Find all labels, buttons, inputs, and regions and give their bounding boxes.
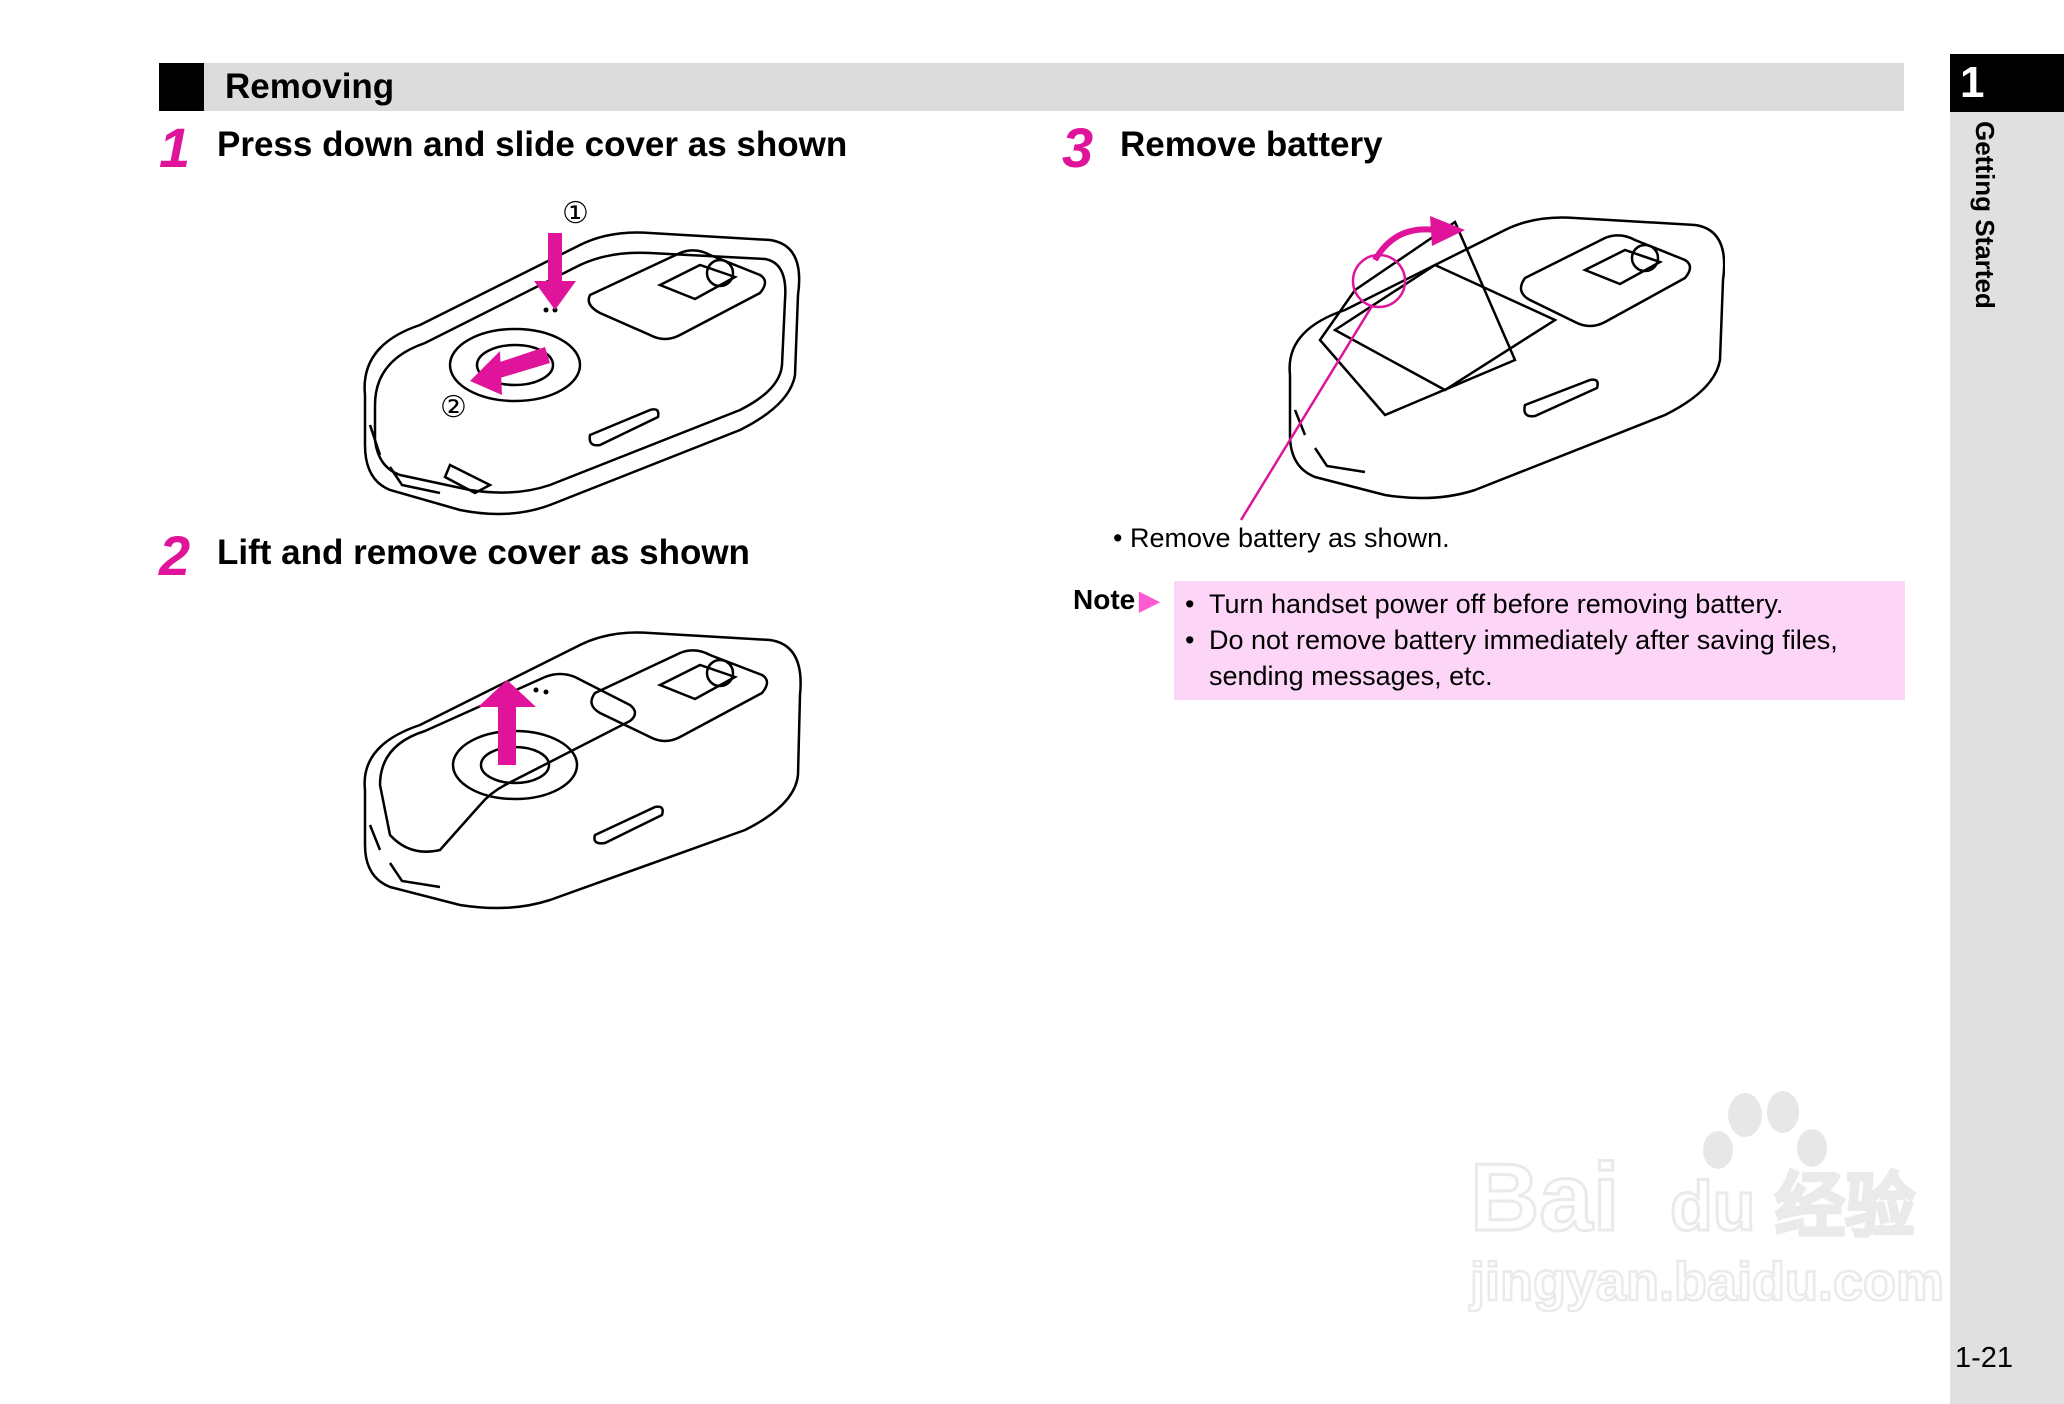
marker-2: ② — [440, 390, 467, 425]
note-text: Turn handset power off before removing b… — [1209, 589, 1784, 619]
step-2-number: 2 — [159, 524, 191, 587]
step-3-title: Remove battery — [1120, 125, 1383, 164]
chapter-name: Getting Started — [1970, 121, 2000, 309]
step-1: 1 Press down and slide cover as shown — [159, 120, 959, 180]
step-1-title: Press down and slide cover as shown — [217, 125, 848, 164]
step-3-number: 3 — [1062, 116, 1094, 179]
step-3: 3 Remove battery — [1062, 120, 1862, 180]
note-item: • Turn handset power off before removing … — [1185, 586, 1783, 622]
note-bullet: • — [1185, 589, 1195, 619]
phone-remove-battery-illustration — [1239, 216, 1725, 521]
page-number: 1-21 — [1955, 1342, 2014, 1374]
baidu-watermark-logo: Bai du 经验 jingyan.baidu.com — [1468, 1091, 1945, 1313]
step-1-number: 1 — [159, 116, 191, 179]
note-box: • Turn handset power off before removing … — [1174, 581, 1905, 700]
phone-slide-cover-illustration: ① ② — [363, 196, 801, 516]
marker-1: ① — [562, 196, 589, 231]
phone-lift-cover-illustration — [363, 631, 802, 910]
side-tab — [1950, 54, 2064, 1404]
note-label-text: Note — [1073, 584, 1136, 615]
svg-text:jingyan.baidu.com: jingyan.baidu.com — [1469, 1252, 1944, 1312]
svg-text:Bai: Bai — [1470, 1144, 1619, 1251]
svg-text:du: du — [1670, 1167, 1756, 1245]
step-3-bullet: • Remove battery as shown. — [1113, 523, 1450, 553]
note-item: sending messages, etc. — [1185, 658, 1493, 694]
note-item: • Do not remove battery immediately after… — [1185, 622, 1838, 658]
step-2-title: Lift and remove cover as shown — [217, 533, 750, 572]
section-header: Removing — [159, 63, 1904, 111]
note-text: sending messages, etc. — [1209, 661, 1493, 691]
chapter-box — [1950, 54, 2064, 112]
note-label: Note▶ — [1073, 584, 1159, 616]
step-2: 2 Lift and remove cover as shown — [159, 528, 959, 588]
note-text: Do not remove battery immediately after … — [1209, 625, 1838, 655]
note-arrow-icon: ▶ — [1139, 585, 1160, 615]
svg-text:经验: 经验 — [1775, 1165, 1915, 1247]
chapter-number: 1 — [1960, 58, 1985, 107]
section-title: Removing — [225, 67, 395, 106]
section-marker — [159, 63, 204, 111]
note-bullet: • — [1185, 625, 1195, 655]
